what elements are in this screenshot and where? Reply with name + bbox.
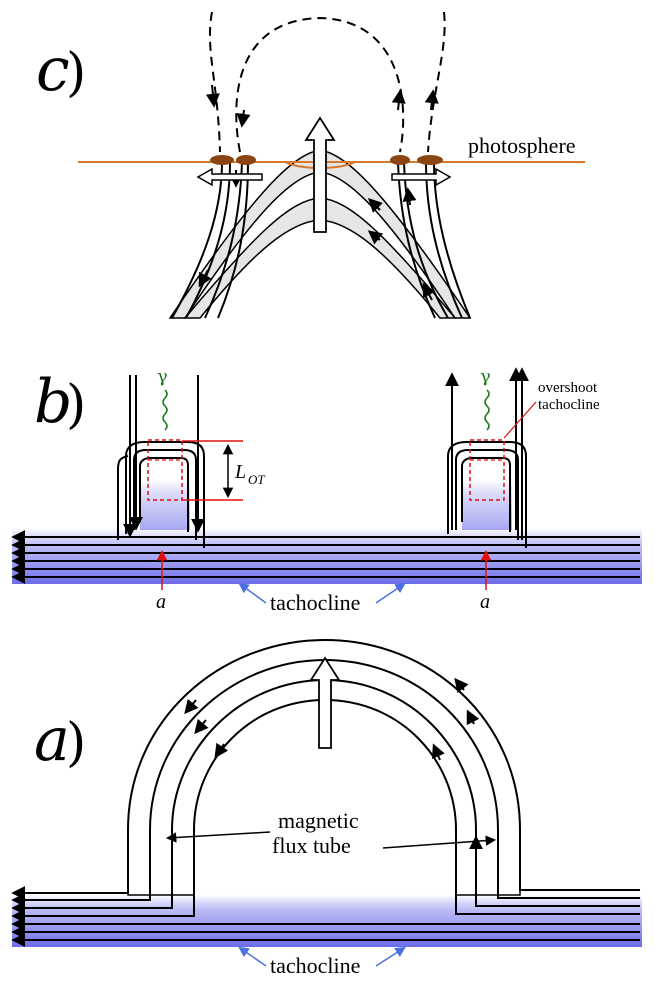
rise-arrow-icon xyxy=(304,116,336,233)
flux-arrow xyxy=(424,89,439,111)
flux-arrow xyxy=(205,84,220,108)
panel-c-letter: c xyxy=(36,35,70,105)
overshoot-box-right xyxy=(469,439,505,501)
panel-b: b ) L xyxy=(11,366,642,615)
flux-arrow xyxy=(214,742,229,759)
flux-arrow xyxy=(184,698,199,715)
panel-a-letter: a xyxy=(34,705,70,775)
flux-tube-pointer-right xyxy=(382,835,497,849)
overshoot-bump-right xyxy=(462,480,512,530)
overshoot-loop xyxy=(455,449,519,540)
flux-tube-pointer-left xyxy=(165,831,271,843)
lot-label: L xyxy=(234,461,246,483)
a-label-right: a xyxy=(480,591,490,613)
panel-a: a ) magnetic flux tube xyxy=(11,638,642,978)
overshoot-loop xyxy=(133,449,197,540)
overshoot-box-left xyxy=(147,439,183,501)
flux-arrow xyxy=(466,709,480,726)
sunspot xyxy=(417,155,443,165)
panel-b-paren: ) xyxy=(66,375,86,435)
overshoot-loop xyxy=(461,457,511,532)
panel-c-paren: ) xyxy=(66,43,86,103)
flux-arrow xyxy=(402,187,417,206)
dashed-field-line xyxy=(427,11,446,153)
arch-field-line xyxy=(14,638,640,894)
sunspot xyxy=(236,155,256,165)
gamma-right: γ xyxy=(480,366,491,387)
gamma-wave-left xyxy=(162,389,168,431)
flux-tube-label-1: magnetic xyxy=(278,808,359,833)
panel-c: c ) photosphere xyxy=(36,11,585,319)
flux-arrow xyxy=(198,269,212,288)
tachocline-pointer-right xyxy=(375,582,406,604)
gamma-wave-right xyxy=(484,389,490,431)
panel-a-paren: ) xyxy=(66,713,86,773)
flux-line xyxy=(217,161,249,319)
overshoot-loop xyxy=(117,455,129,540)
dashed-field-line xyxy=(235,16,405,153)
a-label-left: a xyxy=(156,591,166,613)
flux-arrow xyxy=(368,198,383,213)
sunspot xyxy=(210,155,234,165)
flux-arrow xyxy=(431,743,445,761)
outflow-arrow-right-icon xyxy=(391,167,452,187)
tachocline-pointer-right xyxy=(375,946,406,967)
flux-arrow xyxy=(422,282,436,301)
flux-arrow xyxy=(194,718,209,735)
flux-arrow xyxy=(236,109,251,128)
tachocline-band xyxy=(12,895,642,947)
photosphere-label: photosphere xyxy=(468,133,576,158)
flux-arrow xyxy=(391,89,406,111)
panel-b-letter: b xyxy=(34,367,72,437)
dashed-field-line xyxy=(209,11,221,153)
overshoot-loop xyxy=(139,457,189,532)
rise-arrow-icon xyxy=(309,656,341,749)
tachocline-label-b: tachocline xyxy=(270,590,360,615)
overshoot-label-1: overshoot xyxy=(538,380,598,396)
sunspot xyxy=(390,155,410,165)
flux-arrow xyxy=(454,677,469,694)
flux-line xyxy=(397,161,436,319)
tachocline-pointer-left xyxy=(238,582,267,604)
flux-tube-label-2: flux tube xyxy=(272,833,351,858)
outflow-arrow-left-icon xyxy=(196,167,263,187)
overshoot-loop xyxy=(447,441,527,548)
flux-arrow xyxy=(367,230,384,245)
lot-subscript: OT xyxy=(248,472,265,487)
tachocline-label-a: tachocline xyxy=(270,953,360,978)
flux-line xyxy=(403,161,449,319)
overshoot-bump-left xyxy=(140,480,190,530)
overshoot-pointer xyxy=(503,401,537,439)
tachocline-pointer-left xyxy=(238,946,267,967)
overshoot-loop xyxy=(125,441,205,548)
overshoot-label-2: tachocline xyxy=(538,397,600,413)
tube-band-inner xyxy=(183,197,457,319)
gamma-left: γ xyxy=(157,366,168,387)
